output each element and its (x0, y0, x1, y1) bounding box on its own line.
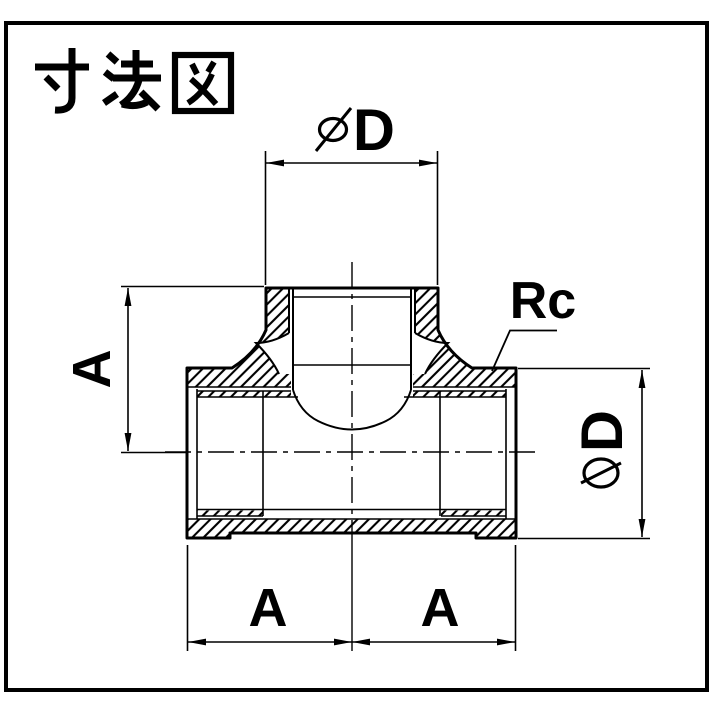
arrowhead-mid-right (334, 638, 352, 646)
phi-diameter-icon (314, 107, 353, 152)
thread-label-rc: Rc (510, 272, 576, 330)
arrowhead-up (124, 288, 132, 306)
dim-label-top-d: D (353, 98, 395, 163)
arrowhead-down (638, 519, 646, 537)
arrowhead-left (266, 159, 284, 167)
arrowhead-mid-left (352, 638, 370, 646)
drawing-title (35, 48, 235, 115)
left-fillet-web (253, 332, 290, 375)
thread-callout: Rc (491, 272, 576, 372)
kanji-glyph-sun (35, 48, 89, 114)
dimension-top-diameter: D (264, 98, 439, 285)
dim-label-right-d: D (570, 410, 635, 452)
right-fillet-web (414, 332, 451, 375)
dim-label-left-a: A (62, 350, 122, 389)
fitting-outline (185, 286, 518, 540)
arrowhead-left (188, 638, 206, 646)
branch-funnel-contour (292, 389, 412, 431)
dim-label-bottom-left-a: A (249, 578, 288, 638)
arrowhead-down (124, 433, 132, 451)
kanji-glyph-zu (171, 51, 235, 115)
kanji-glyph-hou (102, 50, 161, 112)
dimension-bottom-widths: A A (186, 545, 517, 651)
fitting-cross-section (121, 262, 538, 651)
dim-label-bottom-right-a: A (421, 578, 460, 638)
dimension-left-height: A (62, 285, 264, 451)
arrowhead-up (638, 370, 646, 388)
drawing-frame (4, 21, 709, 692)
arrowhead-right (497, 638, 515, 646)
arrowhead-right (419, 159, 437, 167)
leader-line (491, 329, 557, 372)
internal-contours (253, 289, 451, 431)
center-lines (121, 262, 538, 651)
phi-diameter-icon-right (580, 457, 622, 489)
dimension-right-diameter: D (518, 367, 650, 540)
